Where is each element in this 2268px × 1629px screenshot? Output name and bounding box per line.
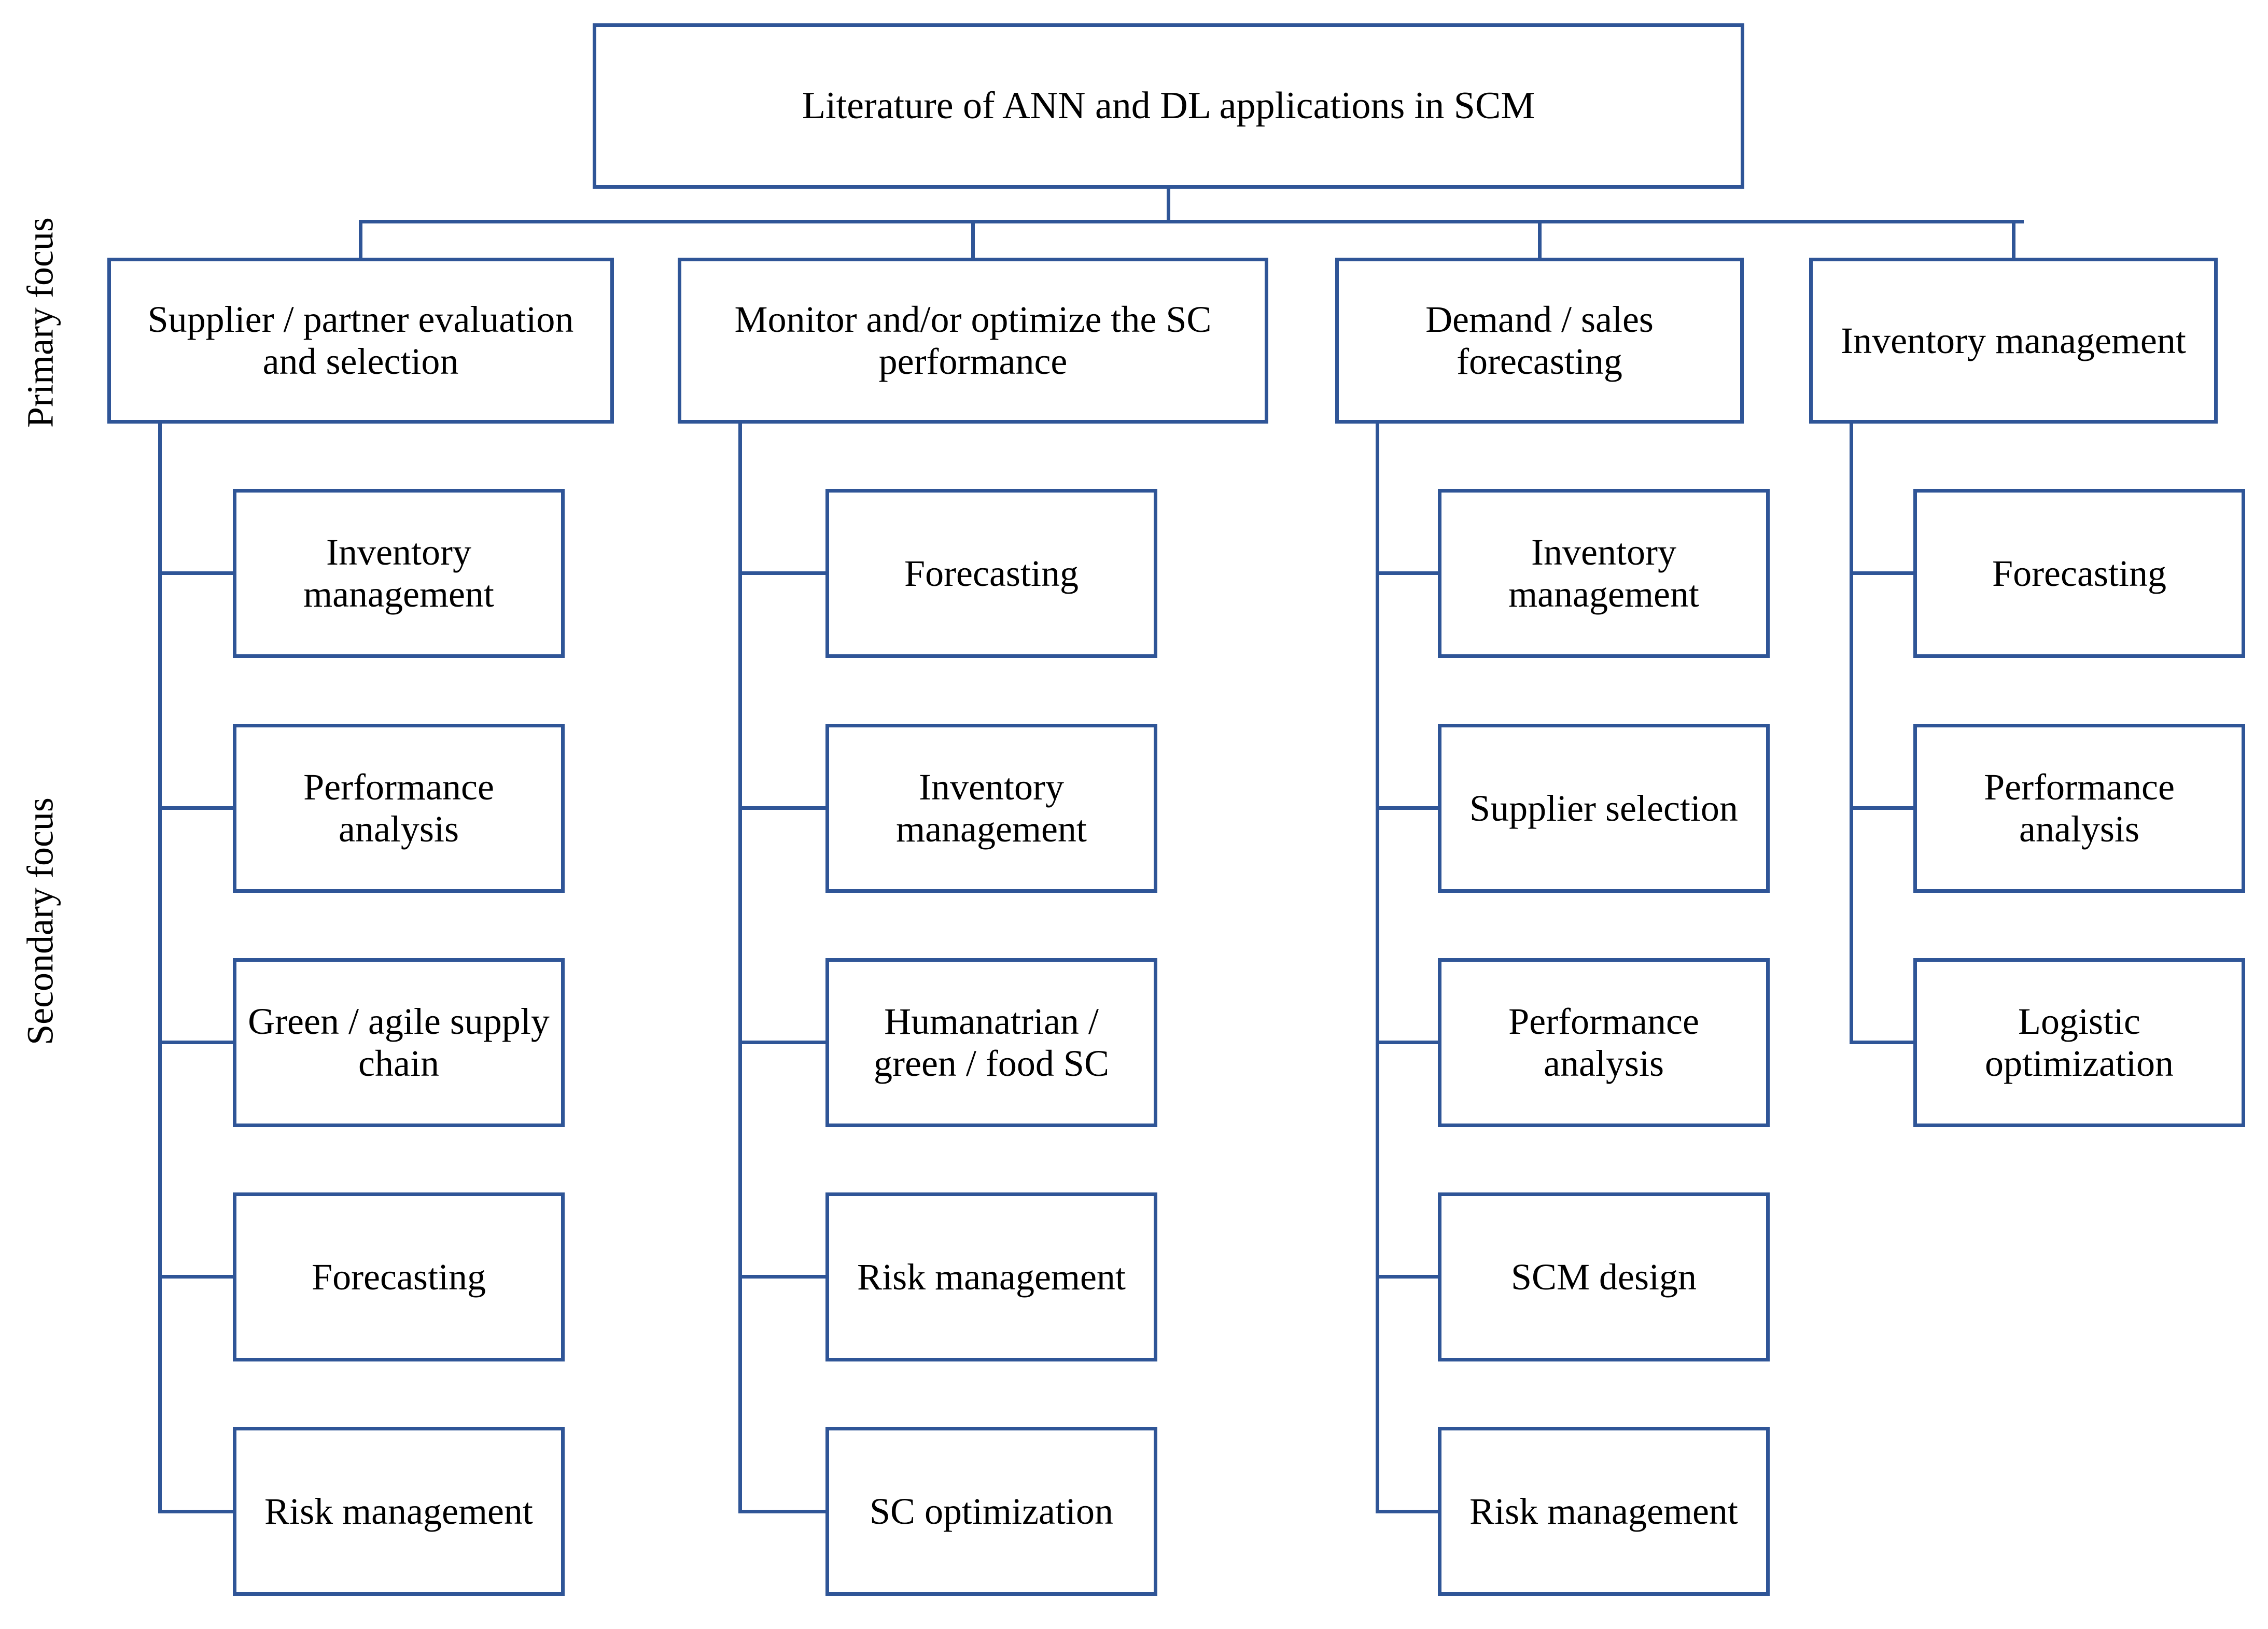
secondary-node-inventory-management: Inventory management — [233, 489, 565, 658]
branch-connector — [158, 1041, 234, 1044]
branch-connector — [1376, 806, 1439, 810]
column-spine-connector — [1376, 422, 1379, 1513]
secondary-node-performance-analysis: Performance analysis — [233, 724, 565, 893]
branch-connector — [738, 1510, 827, 1513]
branch-connector — [1376, 1041, 1439, 1044]
secondary-node-forecasting: Forecasting — [825, 489, 1157, 658]
branch-connector — [738, 1275, 827, 1279]
branch-connector — [1376, 1275, 1439, 1279]
branch-connector — [738, 571, 827, 575]
secondary-node-humanitarian-green-food-sc: Humanatrian / green / food SC — [825, 958, 1157, 1127]
primary-drop-connector-3 — [1538, 220, 1542, 259]
secondary-node-forecasting: Forecasting — [1913, 489, 2245, 658]
branch-connector — [158, 571, 234, 575]
primary-drop-connector-4 — [2012, 220, 2015, 259]
branch-connector — [1850, 571, 1915, 575]
branch-connector — [1376, 571, 1439, 575]
secondary-node-scm-design: SCM design — [1438, 1192, 1770, 1361]
secondary-node-risk-management: Risk management — [825, 1192, 1157, 1361]
branch-connector — [1850, 1041, 1915, 1044]
secondary-node-performance-analysis: Performance analysis — [1913, 724, 2245, 893]
branch-connector — [158, 806, 234, 810]
primary-node-supplier-evaluation: Supplier / partner evaluation and select… — [107, 258, 614, 424]
secondary-node-green-agile-supply-chain: Green / agile supply chain — [233, 958, 565, 1127]
column-spine-connector — [738, 422, 742, 1513]
secondary-focus-label: Secondary focus — [19, 797, 61, 1045]
secondary-node-forecasting: Forecasting — [233, 1192, 565, 1361]
branch-connector — [158, 1510, 234, 1513]
secondary-node-sc-optimization: SC optimization — [825, 1427, 1157, 1596]
secondary-node-risk-management: Risk management — [233, 1427, 565, 1596]
secondary-node-risk-management: Risk management — [1438, 1427, 1770, 1596]
secondary-node-inventory-management: Inventory management — [1438, 489, 1770, 658]
branch-connector — [158, 1275, 234, 1279]
secondary-node-supplier-selection: Supplier selection — [1438, 724, 1770, 893]
secondary-node-inventory-management: Inventory management — [825, 724, 1157, 893]
secondary-node-logistic-optimization: Logistic optimization — [1913, 958, 2245, 1127]
primary-drop-connector-2 — [971, 220, 975, 259]
primary-drop-connector-1 — [359, 220, 362, 259]
secondary-node-performance-analysis: Performance analysis — [1438, 958, 1770, 1127]
column-spine-connector — [158, 422, 162, 1513]
primary-node-sc-performance: Monitor and/or optimize the SC performan… — [678, 258, 1268, 424]
primary-node-demand-forecasting: Demand / sales forecasting — [1335, 258, 1744, 424]
branch-connector — [738, 1041, 827, 1044]
branch-connector — [738, 806, 827, 810]
primary-focus-label: Primary focus — [19, 217, 61, 428]
primary-node-inventory-management: Inventory management — [1809, 258, 2218, 424]
root-stem-connector — [1167, 187, 1170, 223]
column-spine-connector — [1850, 422, 1853, 1044]
branch-connector — [1850, 806, 1915, 810]
branch-connector — [1376, 1510, 1439, 1513]
top-horizontal-connector — [359, 220, 2024, 223]
root-node: Literature of ANN and DL applications in… — [593, 23, 1744, 189]
